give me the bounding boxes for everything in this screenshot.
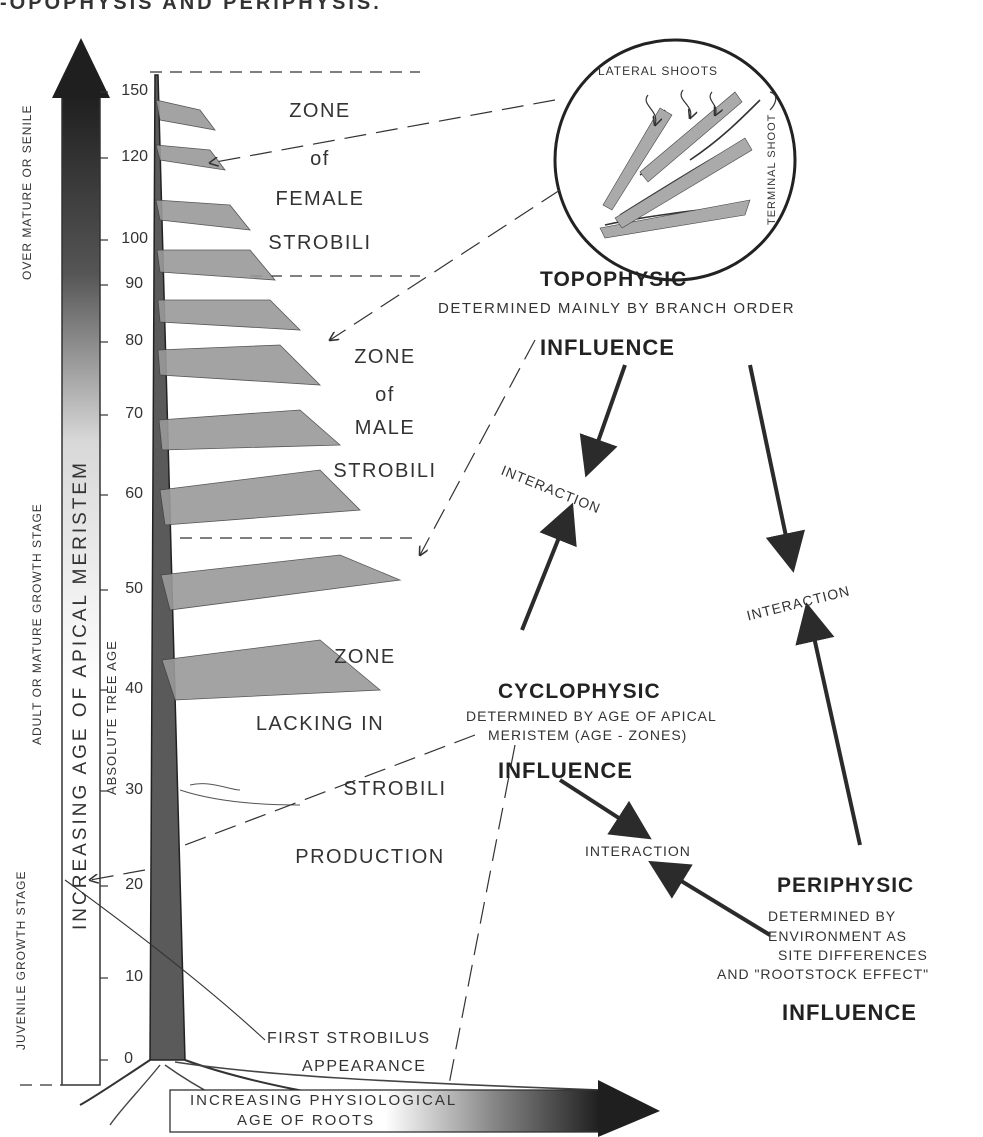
tick-label: 10: [103, 968, 143, 986]
influence-arrows: [522, 365, 860, 935]
periphysic-desc3: SITE DIFFERENCES: [778, 947, 928, 963]
terminal-shoot-label: TERMINAL SHOOT: [766, 114, 778, 225]
first-strobilus-line2: APPEARANCE: [302, 1058, 426, 1076]
zone-male-line3: MALE: [275, 417, 495, 440]
first-strobilus-line1: FIRST STROBILUS: [267, 1030, 431, 1048]
page-title: -OPOPHYSIS AND PERIPHYSIS.: [0, 0, 382, 15]
cyclophysic-influence: INFLUENCE: [498, 758, 633, 784]
over-mature-label: OVER MATURE OR SENILE: [20, 105, 34, 280]
topophysic-title: TOPOPHYSIC: [540, 268, 687, 292]
periphysic-desc2: ENVIRONMENT AS: [768, 928, 907, 944]
cyclophysic-title: CYCLOPHYSIC: [498, 680, 661, 704]
topophysic-desc: DETERMINED MAINLY BY BRANCH ORDER: [438, 300, 795, 317]
topophysic-influence: INFLUENCE: [540, 335, 675, 361]
zone-lacking-line3: STROBILI: [285, 778, 505, 801]
absolute-age-label: ABSOLUTE TREE AGE: [104, 640, 119, 795]
tick-label: 20: [103, 876, 143, 894]
zone-male-line4: STROBILI: [275, 460, 495, 483]
tick-label: 150: [108, 82, 148, 100]
zone-male-line1: ZONE: [275, 346, 495, 369]
zone-female-line4: STROBILI: [210, 232, 430, 255]
roots-label-line1: INCREASING PHYSIOLOGICAL: [190, 1092, 457, 1109]
tick-label: 50: [103, 580, 143, 598]
tick-label: 60: [103, 485, 143, 503]
tick-label: 80: [103, 332, 143, 350]
zone-lacking-line1: ZONE: [305, 646, 425, 669]
tick-label: 70: [103, 405, 143, 423]
tick-label: 120: [108, 148, 148, 166]
periphysic-desc4: AND "ROOTSTOCK EFFECT": [717, 966, 929, 982]
zone-lacking-line4: PRODUCTION: [260, 846, 480, 869]
zone-lacking-line2: LACKING IN: [210, 713, 430, 736]
tick-label: 90: [103, 275, 143, 293]
adult-stage-label: ADULT OR MATURE GROWTH STAGE: [30, 503, 44, 745]
roots-label-line2: AGE OF ROOTS: [237, 1112, 375, 1129]
interaction-label-bottom: INTERACTION: [585, 843, 691, 859]
tick-marks: [100, 92, 108, 1060]
tick-label: 100: [108, 230, 148, 248]
cyclophysic-desc2: MERISTEM (AGE - ZONES): [488, 727, 687, 743]
zone-female-line1: ZONE: [210, 100, 430, 123]
juvenile-stage-label: JUVENILE GROWTH STAGE: [14, 871, 28, 1050]
zone-female-line3: FEMALE: [210, 188, 430, 211]
apical-meristem-arrow-label: INCREASING AGE OF APICAL MERISTEM: [70, 460, 92, 930]
zone-female-line2: of: [210, 148, 430, 171]
periphysic-title: PERIPHYSIC: [777, 874, 914, 898]
tick-label: 0: [93, 1050, 133, 1068]
periphysic-desc1: DETERMINED BY: [768, 908, 896, 924]
periphysic-influence: INFLUENCE: [782, 1000, 917, 1026]
lateral-shoots-label: LATERAL SHOOTS: [598, 64, 718, 78]
cyclophysic-desc1: DETERMINED BY AGE OF APICAL: [466, 708, 717, 724]
zone-male-line2: of: [275, 384, 495, 407]
